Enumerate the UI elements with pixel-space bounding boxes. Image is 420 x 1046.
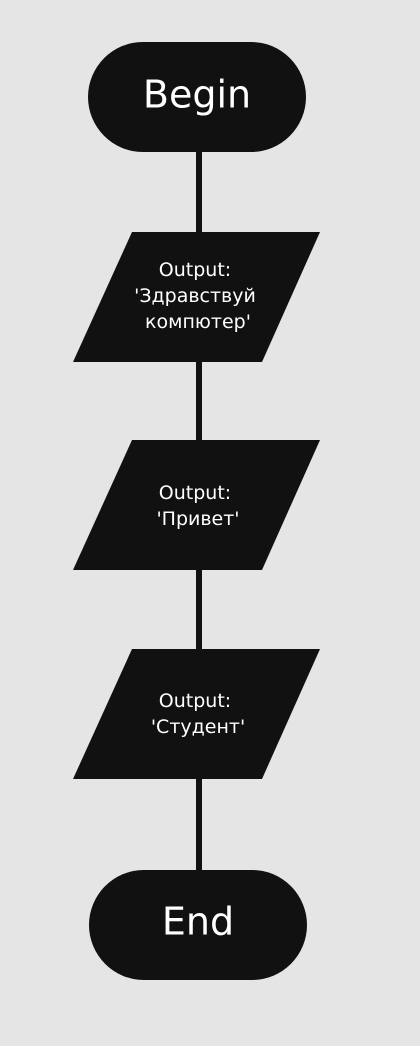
start-terminal-shape (88, 42, 306, 152)
start-terminal-label: Begin (143, 73, 251, 117)
output-step-3-text: Output: 'Студент' (151, 690, 245, 738)
output-step-2: Output: 'Привет' (73, 440, 320, 570)
output-step-3: Output: 'Студент' (73, 649, 320, 779)
output-step-3-line-2: 'Студент' (151, 716, 245, 738)
end-terminal-shape (89, 870, 307, 980)
end-terminal: End (89, 870, 307, 980)
output-step-1-line-1: Output: (159, 259, 231, 281)
output-step-2-text: Output: 'Привет' (156, 482, 239, 530)
output-step-3-line-1: Output: (159, 690, 231, 712)
output-step-2-line-1: Output: (159, 482, 231, 504)
output-step-1-line-3: компютер' (145, 311, 251, 333)
end-terminal-label: End (162, 900, 234, 944)
output-step-3-shape (73, 649, 320, 779)
output-step-1-text: Output: 'Здравствуй компютер' (134, 259, 262, 333)
start-terminal: Begin (88, 42, 306, 152)
output-step-2-line-2: 'Привет' (156, 508, 239, 530)
output-step-2-shape (73, 440, 320, 570)
output-step-1: Output: 'Здравствуй компютер' (73, 232, 320, 362)
output-step-1-shape (73, 232, 320, 362)
output-step-1-line-2: 'Здравствуй (134, 285, 256, 307)
